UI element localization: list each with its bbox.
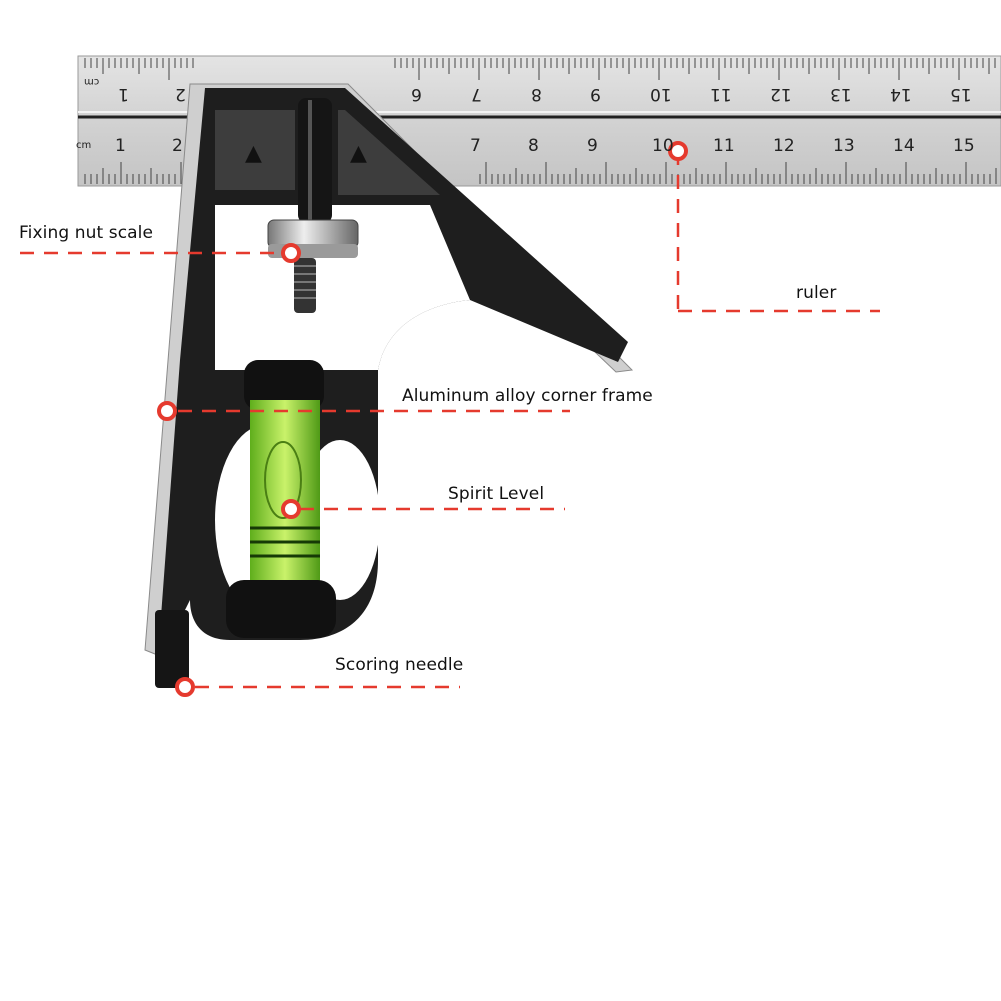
svg-text:▲: ▲	[350, 141, 367, 166]
fixing-nut	[267, 219, 359, 313]
bottom-scale-13: 13	[833, 136, 855, 156]
bottom-unit-label: cm	[76, 140, 92, 151]
bottom-scale-14: 14	[893, 136, 915, 156]
corner-frame-marker-icon	[157, 401, 177, 421]
top-scale-12: 12	[770, 84, 792, 104]
bottom-scale-10: 10	[652, 136, 674, 156]
spirit-level-marker-icon	[281, 499, 301, 519]
top-scale-9: 9	[590, 84, 601, 104]
top-scale-15: 15	[950, 84, 972, 104]
bottom-scale-15: 15	[953, 136, 975, 156]
top-scale-2: 2	[175, 84, 186, 104]
fixing-nut-marker-icon	[281, 243, 301, 263]
ruler-marker-icon	[668, 141, 688, 161]
callout-label-fixing-nut: Fixing nut scale	[19, 223, 154, 243]
bottom-scale-9: 9	[587, 136, 598, 156]
bottom-scale-8: 8	[528, 136, 539, 156]
callout-label-scoring-needle: Scoring needle	[335, 655, 464, 675]
svg-text:▲: ▲	[245, 141, 262, 166]
ruler-scale-labels: cm 1 2 6 7 8 9 10 11 12 13 14 15 cm 1 2 …	[0, 0, 1001, 200]
callout-markers	[157, 141, 688, 697]
scoring-needle-marker-icon	[175, 677, 195, 697]
top-scale-1: 1	[118, 84, 129, 104]
top-scale-6: 6	[411, 84, 422, 104]
bottom-scale-1: 1	[115, 136, 126, 156]
spirit-level-vial	[226, 360, 336, 638]
top-scale-14: 14	[890, 84, 912, 104]
top-scale-13: 13	[830, 84, 852, 104]
callout-label-ruler: ruler	[796, 283, 837, 303]
top-scale-7: 7	[471, 84, 482, 104]
callout-label-spirit-level: Spirit Level	[448, 484, 545, 504]
bottom-scale-7: 7	[470, 136, 481, 156]
bottom-scale-11: 11	[713, 136, 735, 156]
top-unit-label: cm	[84, 76, 100, 87]
bottom-scale-12: 12	[773, 136, 795, 156]
top-scale-10: 10	[650, 84, 672, 104]
callout-lines	[20, 151, 880, 689]
top-scale-11: 11	[710, 84, 732, 104]
top-scale-8: 8	[531, 84, 542, 104]
bottom-scale-2: 2	[172, 136, 183, 156]
callout-label-corner-frame: Aluminum alloy corner frame	[402, 386, 653, 406]
